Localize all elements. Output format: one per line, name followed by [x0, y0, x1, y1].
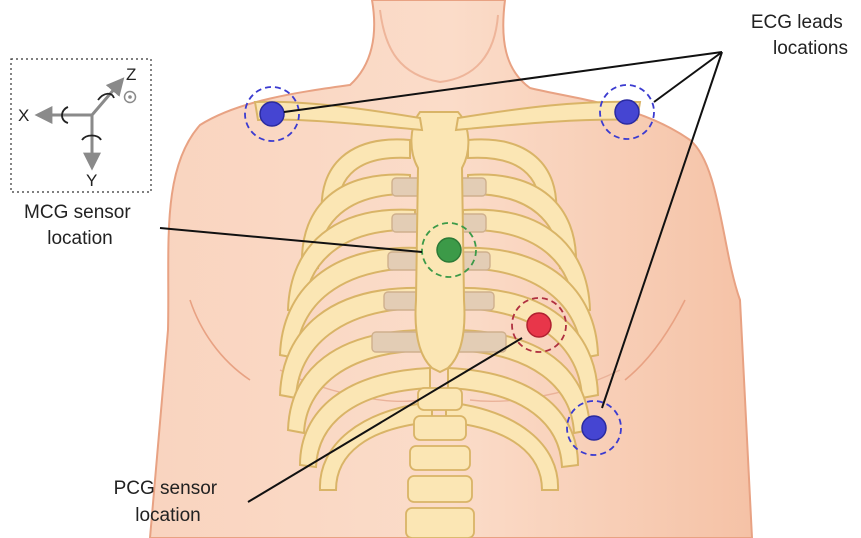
mcg-label-line2: location	[47, 228, 113, 249]
mcg-label-line1: MCG sensor	[24, 202, 131, 223]
axes-inset: X Y Z	[11, 59, 151, 192]
ecg-label-line2: locations	[773, 38, 848, 59]
z-axis-label: Z	[126, 65, 136, 84]
y-axis-label: Y	[86, 171, 97, 190]
pcg-label-line1: PCG sensor	[114, 478, 218, 499]
mcg-label: MCG sensor location	[24, 202, 136, 249]
x-axis-label: X	[18, 106, 29, 125]
vertebra-5	[406, 508, 474, 538]
vertebra-1	[418, 388, 462, 410]
vertebra-2	[414, 416, 466, 440]
ecg-label: ECG leads locations	[751, 12, 848, 59]
pcg-label-line2: location	[135, 505, 201, 526]
ecg-label-line1: ECG leads	[751, 12, 843, 33]
vertebra-4	[408, 476, 472, 502]
vertebra-3	[410, 446, 470, 470]
